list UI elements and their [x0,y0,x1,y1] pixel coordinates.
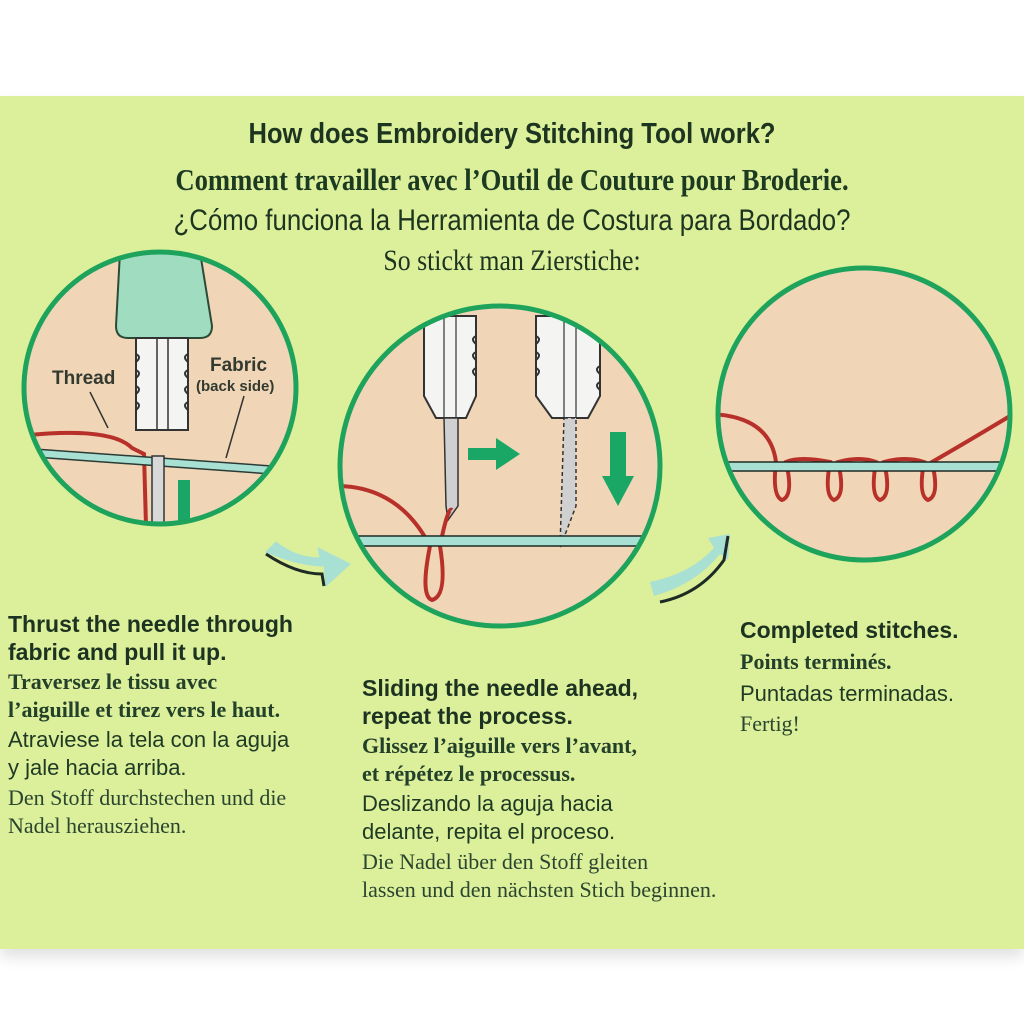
needle-icon [443,417,459,522]
step2-text: Sliding the needle ahead,repeat the proc… [362,675,717,902]
needle-ghost-icon [559,417,577,549]
arrow-down-icon [170,480,198,524]
needle-icon [151,455,165,524]
title-german: So stickt man Zierstiche: [383,244,641,277]
arrow-right-icon [468,438,520,470]
illustrations [21,249,1013,629]
instruction-panel: How does Embroidery Stitching Tool work?… [0,96,1024,949]
fabric-label: Fabric [210,355,268,376]
curved-arrow-icon-2 [650,534,730,604]
tool-handle-icon [114,252,214,339]
step2-illustration [337,303,663,629]
fabric-sublabel: (back side) [196,378,275,395]
title-french: Comment travailler avec l’Outil de Coutu… [175,162,849,197]
thread-label: Thread [52,368,116,389]
title-spanish: ¿Cómo funciona la Herramienta de Costura… [173,204,851,237]
step3-text: Completed stitches. Points terminés. Pun… [740,617,959,736]
title-english: How does Embroidery Stitching Tool work? [248,118,776,150]
arrow-down-icon [602,432,634,506]
step1-illustration [21,249,299,527]
curved-arrow-icon-1 [265,541,351,588]
step3-illustration [715,265,1013,563]
completed-stitches [718,412,1010,503]
